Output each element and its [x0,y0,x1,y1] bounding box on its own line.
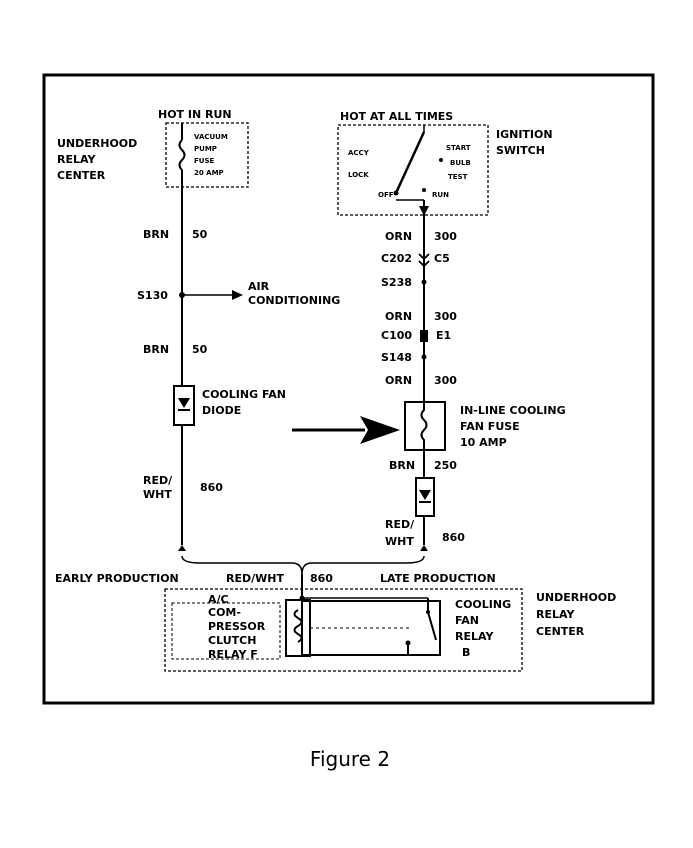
ac-relay-label-1: A/C [208,593,229,606]
c202-label: C202 [381,252,412,265]
air-conditioning-arrow [232,290,243,300]
right-redwht-label-2: WHT [385,535,414,548]
cooling-relay-label-4: B [462,646,470,659]
cooling-fan-diode-label-2: DIODE [202,404,241,417]
ac-relay-label-2: COM- [208,606,241,619]
cooling-relay-label-1: COOLING [455,598,511,611]
relay-center-bottom-label-2: RELAY [536,608,575,621]
relay-switch-arm [427,611,437,641]
diagram-frame [42,73,655,705]
inline-fuse-label-1: IN-LINE COOLING [460,404,566,417]
red-wht-label: RED/WHT [226,572,284,585]
hot-in-run-label: HOT IN RUN [158,108,232,121]
early-production-label: EARLY PRODUCTION [55,572,179,585]
ac-relay-inner-box [171,602,281,660]
sw-bulb: BULB [450,159,471,167]
s130-label: S130 [137,289,168,302]
e1-label: E1 [436,329,451,342]
cooling-relay-label-3: RELAY [455,630,494,643]
sw-run: RUN [432,191,449,199]
ignition-switch-label-1: IGNITION [496,128,553,141]
right-redwht-label-1: RED/ [385,518,415,531]
cooling-relay-label-2: FAN [455,614,479,627]
left-brn-num-2: 50 [192,343,208,356]
left-brn-num-1: 50 [192,228,208,241]
fuse-text-amp: 20 AMP [194,169,224,177]
orn-num-3: 300 [434,374,457,387]
orn-num-1: 300 [434,230,457,243]
air-conditioning-label-1: AIR [248,280,270,293]
s148-label: S148 [381,351,412,364]
s148-splice [421,354,427,360]
figure-caption: Figure 2 [310,747,390,771]
relay-center-bottom-label-1: UNDERHOOD [536,591,616,604]
hot-at-all-times-label: HOT AT ALL TIMES [340,110,453,123]
ac-relay-label-4: CLUTCH [208,634,256,647]
ac-relay-label-5: RELAY F [208,648,258,661]
fuse-text-pump: PUMP [194,145,217,153]
sw-start: START [446,144,471,152]
fuse-text-vacuum: VACUUM [194,133,228,141]
left-brn-label-2: BRN [143,343,169,356]
ac-relay-label-3: PRESSOR [208,620,266,633]
orn-label-3: ORN [385,374,412,387]
orn-label-2: ORN [385,310,412,323]
right-brn-num: 250 [434,459,457,472]
relay-center-top-label-1: UNDERHOOD [57,137,137,150]
s238-splice [421,279,427,285]
late-production-label: LATE PRODUCTION [380,572,496,585]
sw-accy: ACCY [348,149,370,157]
relay-center-bottom-label-3: CENTER [536,625,585,638]
inline-fuse-label-2: FAN FUSE [460,420,520,433]
relay-coil-box [285,599,311,657]
relay-center-top-label-3: CENTER [57,169,106,182]
pointer-arrow-head [360,416,400,444]
inline-fuse-label-3: 10 AMP [460,436,507,449]
right-connector-end [420,545,428,551]
left-brn-label-1: BRN [143,228,169,241]
left-redwht-num: 860 [200,481,223,494]
orn-label-1: ORN [385,230,412,243]
sw-off: OFF [378,191,394,199]
ignition-switch-box [337,124,489,216]
relay-center-top-label-2: RELAY [57,153,96,166]
relay-coil-symbol [293,609,303,643]
red-wht-num: 860 [310,572,333,585]
relay-center-bottom-box [164,588,523,672]
vacuum-pump-fuse-symbol [178,139,186,171]
c100-label: C100 [381,329,412,342]
cooling-relay-box [301,600,441,656]
orn-num-2: 300 [434,310,457,323]
ignition-switch-label-2: SWITCH [496,144,545,157]
ignition-switch-arm [394,131,426,194]
right-redwht-num: 860 [442,531,465,544]
left-redwht-label-1: RED/ [143,474,173,487]
right-brn-label: BRN [389,459,415,472]
fuse-text-fuse: FUSE [194,157,215,165]
cooling-fan-diode-label-1: COOLING FAN [202,388,286,401]
sw-lock: LOCK [348,171,369,179]
air-conditioning-label-2: CONDITIONING [248,294,340,307]
vacuum-fuse-box [165,122,249,188]
left-connector-end [178,545,186,551]
diode-triangle [178,398,190,408]
s238-label: S238 [381,276,412,289]
sw-test: TEST [448,173,468,181]
left-redwht-label-2: WHT [143,488,172,501]
c5-label: C5 [434,252,450,265]
